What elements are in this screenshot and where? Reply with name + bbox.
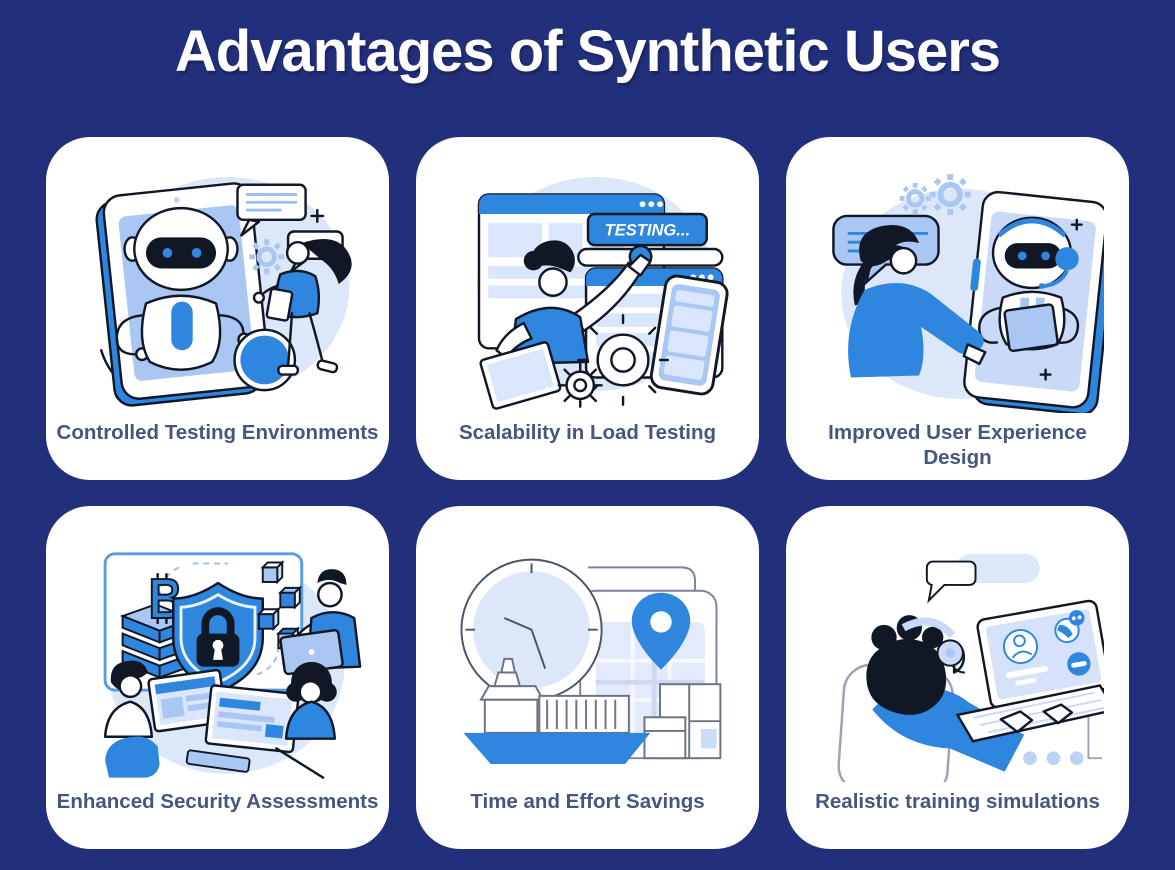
- headset-band: [901, 617, 955, 639]
- chat-bubble-icon: [955, 553, 1040, 583]
- gear-icon: [248, 239, 284, 275]
- robot-icon: [977, 216, 1079, 353]
- time-savings-illustration: [442, 506, 734, 782]
- security-illustration: [72, 506, 364, 782]
- man-figure: [478, 240, 652, 410]
- hand: [999, 710, 1033, 734]
- testing-banner: TESTING...: [586, 212, 708, 247]
- gear-icon: [899, 182, 931, 214]
- video-call-avatar-icon: [1002, 629, 1038, 665]
- clock-icon: [459, 558, 603, 701]
- progress-bar: [576, 244, 724, 269]
- monitor-icon: [204, 684, 300, 754]
- blue-dot-icon: [232, 328, 296, 392]
- agent-headset-video-call-laptop-icon: [836, 553, 1104, 782]
- sparkle-icon: [1039, 368, 1052, 381]
- gear-icon: [929, 174, 971, 215]
- shield-lock-icon: [171, 581, 264, 694]
- woman-talking-to-robot-on-tablet-icon: [831, 174, 1104, 413]
- card-training: Realistic training simulations: [786, 506, 1129, 849]
- robot-on-tablet-with-researcher-icon: [94, 176, 352, 407]
- man-pointing-testing-progress-icon: TESTING...: [476, 176, 729, 410]
- card-ux-design: Improved User Experience Design: [786, 137, 1129, 480]
- card-caption: Enhanced Security Assessments: [56, 790, 379, 813]
- card-load-testing: TESTING...: [416, 137, 759, 480]
- woman-figure: [847, 225, 986, 378]
- analyst-figure: [103, 660, 153, 738]
- laptop-keyboard: [955, 684, 1104, 743]
- frame-line: [587, 566, 696, 591]
- training-illustration: [812, 506, 1104, 782]
- laptop-screen: [975, 599, 1104, 709]
- typing-dots: [1022, 751, 1084, 765]
- sparkle-icon: [1070, 218, 1083, 231]
- ux-design-illustration: [812, 137, 1104, 413]
- chair: [104, 736, 160, 778]
- card-caption: Controlled Testing Environments: [56, 421, 379, 444]
- testing-banner-label: TESTING...: [604, 220, 689, 239]
- desk-edge-line: [274, 747, 324, 779]
- speech-bubble-icon: [235, 183, 307, 237]
- keyboard-icon: [185, 749, 251, 773]
- end-call-icon: [1066, 652, 1091, 676]
- analyst-figure: [284, 661, 337, 740]
- researcher-figure: [252, 239, 352, 376]
- agent-figure: [865, 615, 1024, 772]
- card-time-savings: Time and Effort Savings: [416, 506, 759, 849]
- card-controlled-testing: Controlled Testing Environments: [46, 137, 389, 480]
- card-caption: Realistic training simulations: [815, 790, 1100, 813]
- card-caption: Scalability in Load Testing: [458, 421, 717, 444]
- gear-icon: [557, 362, 603, 408]
- smartphone-icon: [649, 274, 729, 396]
- cargo-ship-icon: [462, 657, 650, 765]
- page-title: Advantages of Synthetic Users: [174, 19, 1001, 84]
- controlled-testing-illustration: [72, 137, 364, 413]
- robot-icon: [115, 206, 251, 371]
- load-testing-illustration: TESTING...: [442, 137, 734, 413]
- location-pin-icon: [631, 592, 690, 670]
- box-accent: [700, 728, 716, 749]
- call-icon: [1053, 610, 1084, 644]
- chat-bubble-icon: [925, 560, 976, 604]
- laptop-icon: [278, 628, 344, 676]
- card-caption: Time and Effort Savings: [470, 790, 705, 813]
- laptop-icon: [478, 341, 561, 410]
- cards-grid: Controlled Testing Environments: [46, 137, 1129, 849]
- security-team-shield-lock-icon: [103, 552, 361, 779]
- clock-ship-map-logistics-icon: [459, 558, 721, 765]
- standing-man-figure: [278, 569, 361, 676]
- card-security: Enhanced Security Assessments: [46, 506, 389, 849]
- gear-icon: [576, 313, 669, 406]
- monitor-icon: [146, 668, 227, 733]
- package-box-icon: [642, 683, 721, 760]
- card-caption: Improved User Experience Design: [828, 421, 1087, 469]
- hand: [1041, 703, 1073, 725]
- sparkle-icon: [309, 208, 324, 223]
